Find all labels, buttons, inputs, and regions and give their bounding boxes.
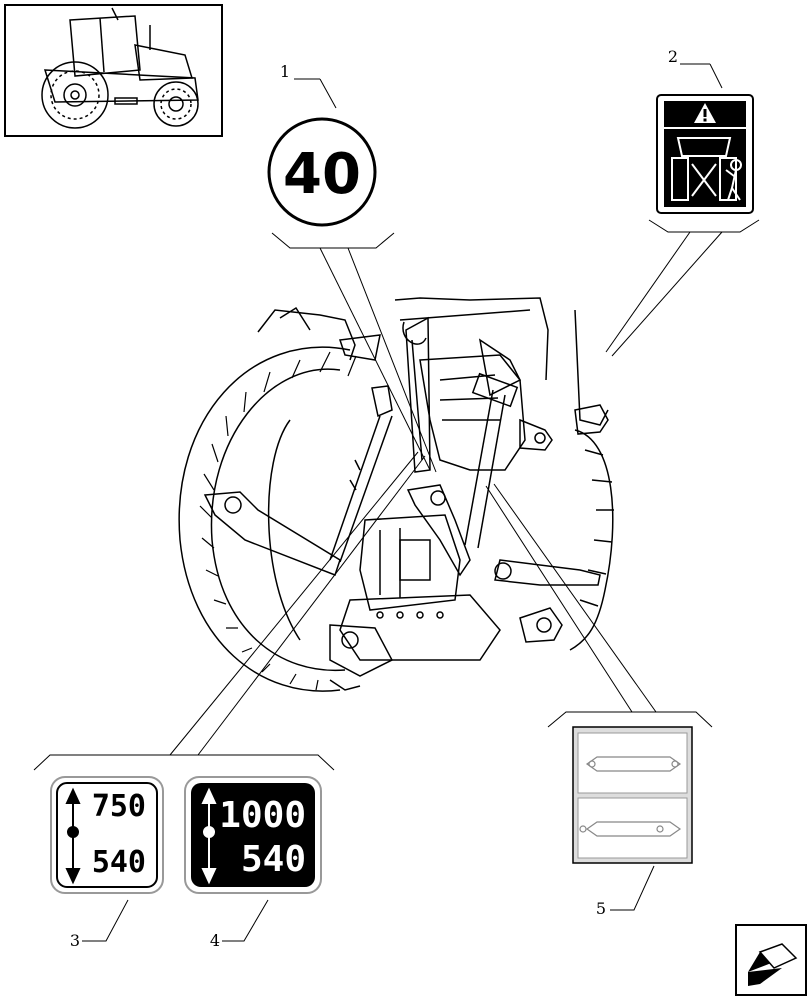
pto-speed-eco-top: 1000 xyxy=(219,795,306,836)
tractor-thumbnail[interactable] xyxy=(4,4,223,137)
warning-decal[interactable] xyxy=(656,94,754,214)
speed-decal-value: 40 xyxy=(283,142,361,207)
pto-speed-decal-standard[interactable]: 750 540 xyxy=(50,776,164,894)
double-arrow-icon xyxy=(201,787,217,885)
callout-2: 2 xyxy=(668,47,678,66)
pto-speed-top: 750 xyxy=(92,789,146,824)
pto-speed-eco-bottom: 540 xyxy=(241,839,306,880)
callout-3: 3 xyxy=(70,931,80,950)
callout-1: 1 xyxy=(280,62,290,81)
next-page-arrow-icon[interactable] xyxy=(735,924,807,996)
speed-decal[interactable]: 40 xyxy=(267,117,377,227)
callout-5: 5 xyxy=(596,899,606,918)
callout-4: 4 xyxy=(210,931,220,950)
tractor-rear-hitch-illustration xyxy=(178,297,614,692)
pto-speed-decal-economy[interactable]: 1000 540 xyxy=(184,776,322,894)
hitch-pin-decal-panel[interactable] xyxy=(572,726,693,864)
pto-speed-bottom: 540 xyxy=(92,845,146,880)
warning-triangle-icon xyxy=(694,103,716,123)
double-arrow-icon xyxy=(65,787,81,885)
